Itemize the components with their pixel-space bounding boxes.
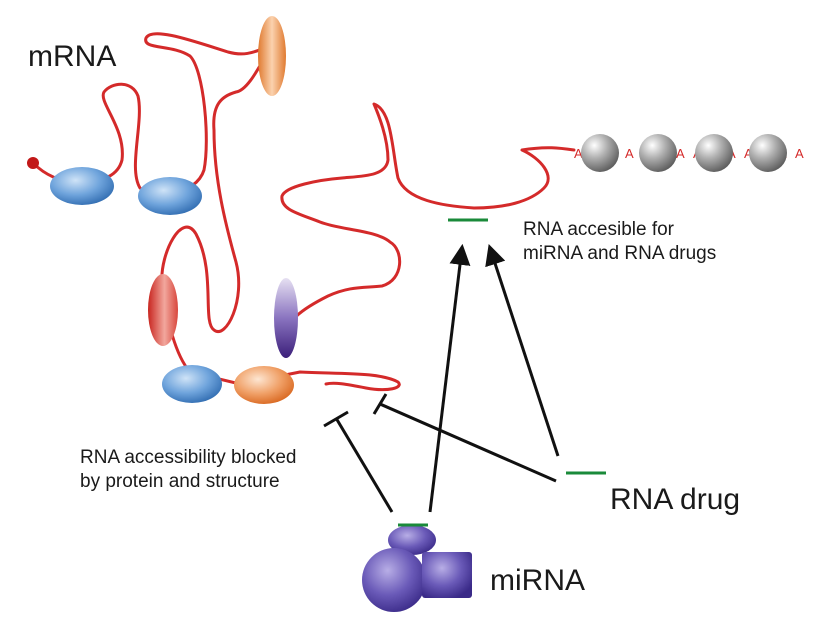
mirna-block-bar: [323, 410, 349, 428]
poly-a-letter: A: [795, 146, 804, 161]
blocked-caption-line2: by protein and structure: [80, 470, 280, 492]
accessible-caption-line2: miRNA and RNA drugs: [523, 242, 717, 264]
purple-protein: [274, 278, 298, 358]
red-protein: [148, 274, 178, 346]
poly-a-tail: AAAAAAAAAAAAAA: [574, 134, 804, 172]
mrna-strand: [31, 32, 576, 392]
blue-protein-3: [162, 365, 222, 403]
mirna-to-site-arrow: [428, 243, 471, 513]
drug-blocked-line: [379, 402, 557, 483]
orange-protein-top: [258, 16, 286, 96]
mirna-label: miRNA: [490, 564, 585, 597]
poly-a-letter: A: [744, 146, 753, 161]
cap-dot: [27, 157, 39, 169]
poly-a-letter: A: [625, 146, 634, 161]
mrna-label: mRNA: [28, 40, 117, 73]
blue-protein-2: [138, 177, 202, 215]
poly-a-letter: A: [676, 146, 685, 161]
blocked-caption-line1: RNA accessibility blocked: [80, 447, 297, 468]
poly-a-binding-bead: [581, 134, 619, 172]
poly-a-binding-bead: [749, 134, 787, 172]
orange-protein-bottom: [234, 366, 294, 404]
accessible-caption-line1: RNA accesible for: [523, 219, 675, 240]
accessible-caption: RNA accesible for miRNA and RNA drugs: [523, 218, 716, 266]
drug-block-bar: [372, 393, 388, 415]
mirna-top-lobe: [388, 525, 436, 555]
poly-a-binding-bead: [639, 134, 677, 172]
blocked-caption: RNA accessibility blocked by protein and…: [80, 446, 296, 494]
blue-protein-1: [50, 167, 114, 205]
mirna-sphere: [362, 548, 426, 612]
poly-a-binding-bead: [695, 134, 733, 172]
poly-a-letter: A: [574, 146, 583, 161]
drug-to-site-arrow: [485, 244, 560, 457]
mirna-square: [422, 552, 472, 598]
mirna-blocked-line: [334, 417, 394, 513]
mirna-complex: [362, 523, 472, 612]
rna-drug-label: RNA drug: [610, 483, 741, 516]
